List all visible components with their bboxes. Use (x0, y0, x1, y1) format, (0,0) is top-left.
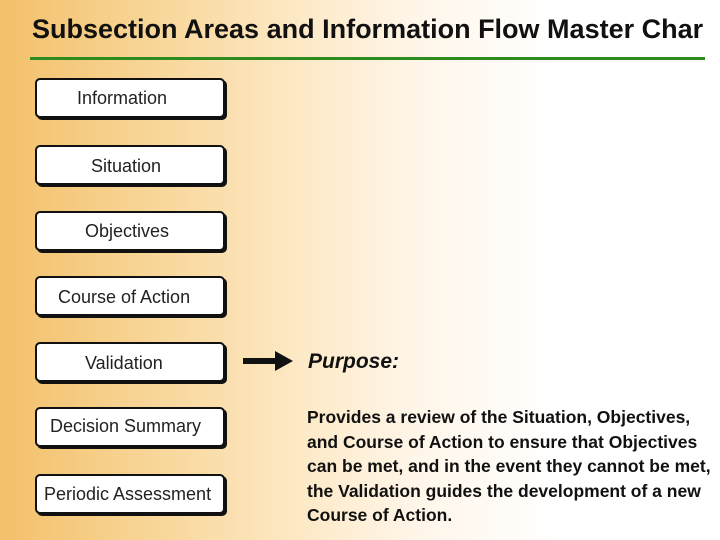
right-arrow-icon (243, 351, 293, 371)
box-decision-summary-label: Decision Summary (50, 416, 202, 436)
box-course-of-action[interactable] (35, 276, 225, 316)
box-validation[interactable] (35, 342, 225, 382)
page-title: Subsection Areas and Information Flow Ma… (32, 14, 704, 44)
purpose-description: Provides a review of the Situation, Obje… (307, 407, 711, 525)
box-objectives[interactable] (35, 211, 225, 251)
title-underline (30, 57, 705, 60)
box-objectives-label: Objectives (85, 221, 170, 241)
box-periodic-assessment-label: Periodic Assessment (44, 484, 212, 504)
box-information-label: Information (77, 88, 168, 108)
box-situation[interactable] (35, 145, 225, 185)
box-validation-label: Validation (85, 353, 163, 373)
purpose-heading: Purpose: (308, 350, 400, 373)
box-information[interactable] (35, 78, 225, 118)
box-situation-label: Situation (91, 156, 162, 176)
box-decision-summary[interactable] (35, 407, 225, 447)
box-course-of-action-label: Course of Action (58, 287, 191, 307)
box-periodic-assessment[interactable] (35, 474, 225, 514)
